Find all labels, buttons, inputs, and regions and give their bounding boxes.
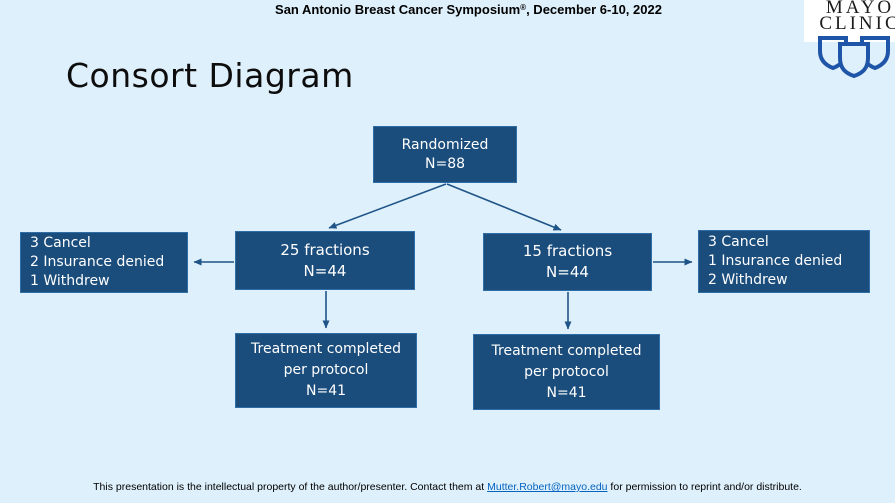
flow-box-completed-right: Treatment completed per protocol N=41 <box>473 334 660 410</box>
box-line: N=41 <box>546 384 587 401</box>
box-line: 25 fractions <box>280 240 370 259</box>
footer-text-before: This presentation is the intellectual pr… <box>93 481 488 493</box>
box-line: N=44 <box>546 263 589 281</box>
flow-box-randomized: Randomized N=88 <box>373 126 517 183</box>
conference-header: San Antonio Breast Cancer Symposium®, De… <box>0 2 895 17</box>
box-line: 1 Withdrew <box>30 273 110 289</box>
arrow-randomized-to-15fractions <box>446 183 562 231</box>
box-line: Randomized <box>401 136 489 153</box>
page-title: Consort Diagram <box>66 56 354 95</box>
mayo-wordmark-line1: MAYO <box>825 0 895 18</box>
footer-text-after: for permission to reprint and/or distrib… <box>607 481 802 493</box>
contact-email-link[interactable]: Mutter.Robert@mayo.edu <box>487 481 608 493</box>
flow-box-dropout-left: 3 Cancel 2 Insurance denied 1 Withdrew <box>20 232 188 293</box>
arrow-randomized-to-25fractions <box>328 183 447 229</box>
flow-box-dropout-right: 3 Cancel 1 Insurance denied 2 Withdrew <box>698 230 870 293</box>
box-line: 3 Cancel <box>30 235 91 251</box>
box-line: Treatment completed <box>491 342 642 359</box>
mayo-wordmark-line2: CLINIC <box>819 13 895 34</box>
flow-box-completed-left: Treatment completed per protocol N=41 <box>235 333 417 408</box>
flow-box-15-fractions: 15 fractions N=44 <box>483 233 652 291</box>
mayo-triple-shield-icon <box>818 36 890 79</box>
conference-name: San Antonio Breast Cancer Symposium <box>275 2 521 17</box>
conference-dates: , December 6-10, 2022 <box>526 2 662 17</box>
box-line: per protocol <box>524 363 609 380</box>
mayo-clinic-wordmark: MAYO CLINIC <box>806 0 895 34</box>
flow-box-25-fractions: 25 fractions N=44 <box>235 231 415 290</box>
box-line: N=44 <box>303 261 347 280</box>
box-line: N=41 <box>305 383 347 399</box>
box-line: 2 Insurance denied <box>30 254 165 270</box>
box-line: per protocol <box>283 362 369 378</box>
box-line: 1 Insurance denied <box>708 253 843 269</box>
mayo-logo-background <box>804 0 895 42</box>
box-line: 15 fractions <box>522 242 613 260</box>
box-line: Treatment completed <box>251 341 401 357</box>
registered-trademark: ® <box>520 3 527 12</box>
box-line: 2 Withdrew <box>708 272 788 288</box>
copyright-footer: This presentation is the intellectual pr… <box>0 481 895 493</box>
box-line: N=88 <box>424 155 466 172</box>
box-line: 3 Cancel <box>708 234 769 250</box>
